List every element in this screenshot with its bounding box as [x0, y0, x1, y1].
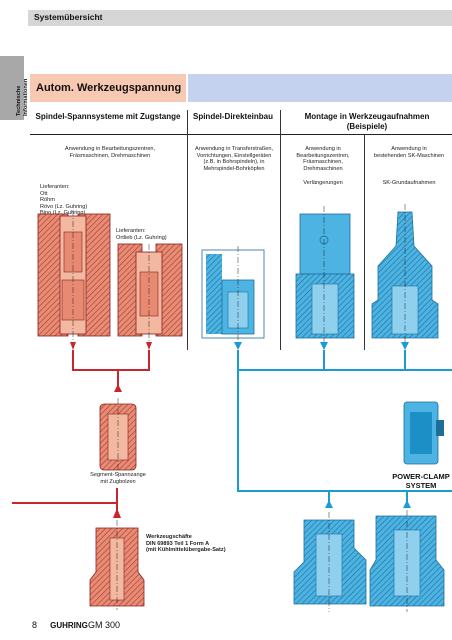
suppliers2-line1: Lieferanten: [116, 228, 146, 234]
power-clamp-drawing [403, 401, 444, 465]
desc3-line4: Drehmaschinen [303, 165, 343, 172]
tool-shank-label: Werkzeugschäfte DIN 69893 Teil 1 Form A … [146, 534, 226, 554]
blue-line-5 [237, 369, 239, 491]
desc-sk-machines: Anwendung in bestehenden SK-Maschinen [366, 146, 452, 159]
desc-transfer-lines: Anwendung in Transferstraßen, Vorrichtun… [190, 146, 278, 172]
tool-shank-blue-drawing-1 [293, 512, 367, 612]
blue-line-1 [237, 350, 239, 370]
page-number: 8 [32, 620, 38, 630]
guhring-logo: GUHRING [50, 618, 88, 630]
power-clamp-label: POWER-CLAMP SYSTEM [388, 472, 452, 490]
red-connector-arrows [70, 342, 152, 518]
red-line-4 [117, 369, 119, 387]
section-title-box [30, 74, 186, 102]
blue-line-8 [406, 490, 408, 502]
spindle-clamp-drawing-2 [117, 243, 183, 342]
desc4-line1: Anwendung in [391, 146, 427, 152]
red-line-1 [72, 350, 74, 370]
blue-line-2 [323, 350, 325, 370]
section-title: Autom. Werkzeugspannung [36, 82, 182, 94]
extension-drawing [295, 206, 355, 344]
desc-sk-base-holders: SK-Grundaufnahmen [382, 180, 436, 186]
column-divider-3 [364, 134, 365, 350]
column-header-mounting-l2: (Beispiele) [346, 122, 388, 131]
suppliers-list-2: Lieferanten: Ortlieb (Lz. Guhring) [116, 228, 167, 241]
catalog-code: GM 300 [88, 620, 121, 630]
blue-line-3 [404, 350, 406, 370]
column-divider-1 [187, 110, 188, 350]
column-header-spindle-clamping: Spindel-Spannsysteme mit Zugstange [35, 112, 181, 121]
column-header-direct-install: Spindel-Direkteinbau [192, 112, 273, 121]
suppliers-list-1: Lieferanten: Ott Röhm Rövo (Lz. Guhring)… [40, 184, 87, 217]
toolshank-line3: (mit Kühlmittelübergabe-Satz) [146, 547, 226, 554]
desc-machining-centers: Anwendung in Bearbeitungszentren, Fräsma… [40, 146, 180, 159]
column-divider-2 [280, 110, 281, 350]
desc1-line1: Anwendung in Bearbeitungszentren, [64, 146, 156, 152]
suppliers2-line2: Ortlieb (Lz. Guhring) [116, 234, 167, 241]
desc-extensions: Verlängerungen [303, 180, 343, 186]
segment-line2: mit Zugbolzen [100, 478, 136, 485]
blue-line-7 [328, 490, 330, 502]
suppliers1-line5: Bino (Lz. Guhring) [40, 210, 86, 217]
desc2-line4: Mehrspindel-Bohrköpfen [203, 165, 265, 172]
desc3-line3: Fräsmaschinen, [303, 159, 343, 166]
suppliers1-line4: Rövo (Lz. Guhring) [40, 203, 88, 210]
power-clamp-line1: POWER-CLAMP [392, 472, 450, 481]
header-bar [28, 10, 452, 26]
desc-mounting-centers: Anwendung in Bearbeitungszentren, Fräsma… [282, 146, 364, 172]
header-rule [30, 134, 452, 136]
desc1-line2: Fräsmaschinen, Drehmaschinen [69, 152, 151, 159]
blue-connector-arrows [234, 342, 411, 508]
tool-shank-blue-drawing-2 [369, 510, 445, 612]
desc3-line1: Anwendung in [305, 146, 341, 152]
segment-line1: Segment-Spannzange [90, 472, 146, 478]
segment-collet-drawing [99, 398, 137, 474]
column-header-mounting-l1: Montage in Werkzeugaufnahmen [304, 112, 430, 121]
svg-text:GUHRING: GUHRING [50, 621, 88, 630]
page-header-title: Systemübersicht [34, 12, 103, 22]
toolshank-line1: Werkzeugschäfte [146, 534, 192, 540]
red-line-2 [148, 350, 150, 370]
red-line-3 [72, 369, 150, 371]
sk-base-holder-drawing [371, 204, 439, 344]
tool-shank-red-drawing [89, 520, 145, 610]
side-tab [0, 56, 24, 120]
suppliers1-line3: Röhm [40, 197, 55, 204]
blue-line-6 [237, 490, 452, 492]
suppliers1-line2: Ott [40, 190, 48, 197]
power-clamp-line2: SYSTEM [405, 481, 437, 490]
toolshank-line2: DIN 69893 Teil 1 Form A [146, 540, 210, 547]
desc2-line1: Anwendung in Transferstraßen, [194, 146, 274, 152]
blue-header-box [188, 74, 452, 102]
red-line-5 [116, 488, 118, 510]
spindle-clamp-drawing-1 [37, 210, 111, 342]
desc2-line2: Vorrichtungen, Einstellgeräten [196, 152, 272, 159]
desc2-line3: (z.B. in Bohrspindeln), in [203, 159, 265, 166]
desc4-line2: bestehenden SK-Maschinen [373, 152, 445, 159]
red-line-6 [12, 502, 118, 504]
direct-install-drawing [201, 246, 265, 342]
segment-collet-label: Segment-Spannzange mit Zugbolzen [70, 472, 166, 485]
blue-line-4 [237, 369, 452, 371]
desc3-line2: Bearbeitungszentren, [296, 152, 350, 159]
suppliers1-line1: Lieferanten: [40, 184, 70, 190]
